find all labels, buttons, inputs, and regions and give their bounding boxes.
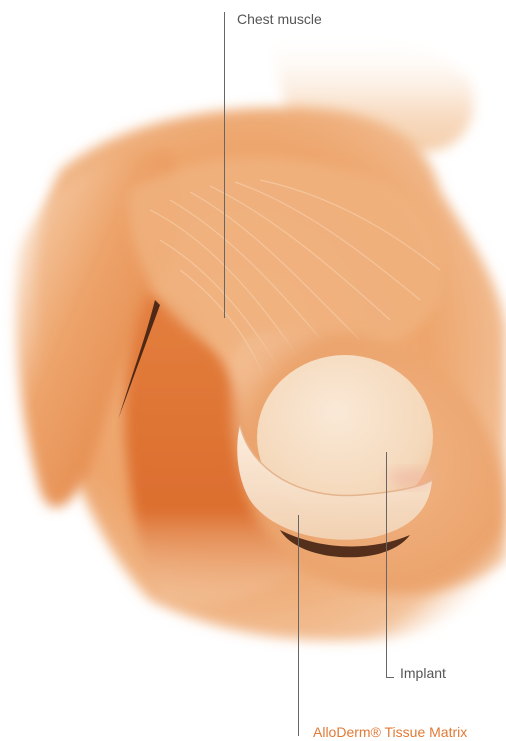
alloderm-label: AlloDerm® Tissue Matrix <box>313 724 467 740</box>
implant-leader-tick <box>386 677 394 678</box>
chest-muscle-leader-line <box>224 12 225 318</box>
implant-label: Implant <box>400 665 446 681</box>
nipple-hint <box>388 468 432 488</box>
implant-leader-line <box>386 452 387 678</box>
chest-muscle-label: Chest muscle <box>237 11 322 27</box>
alloderm-leader-line <box>298 515 299 736</box>
